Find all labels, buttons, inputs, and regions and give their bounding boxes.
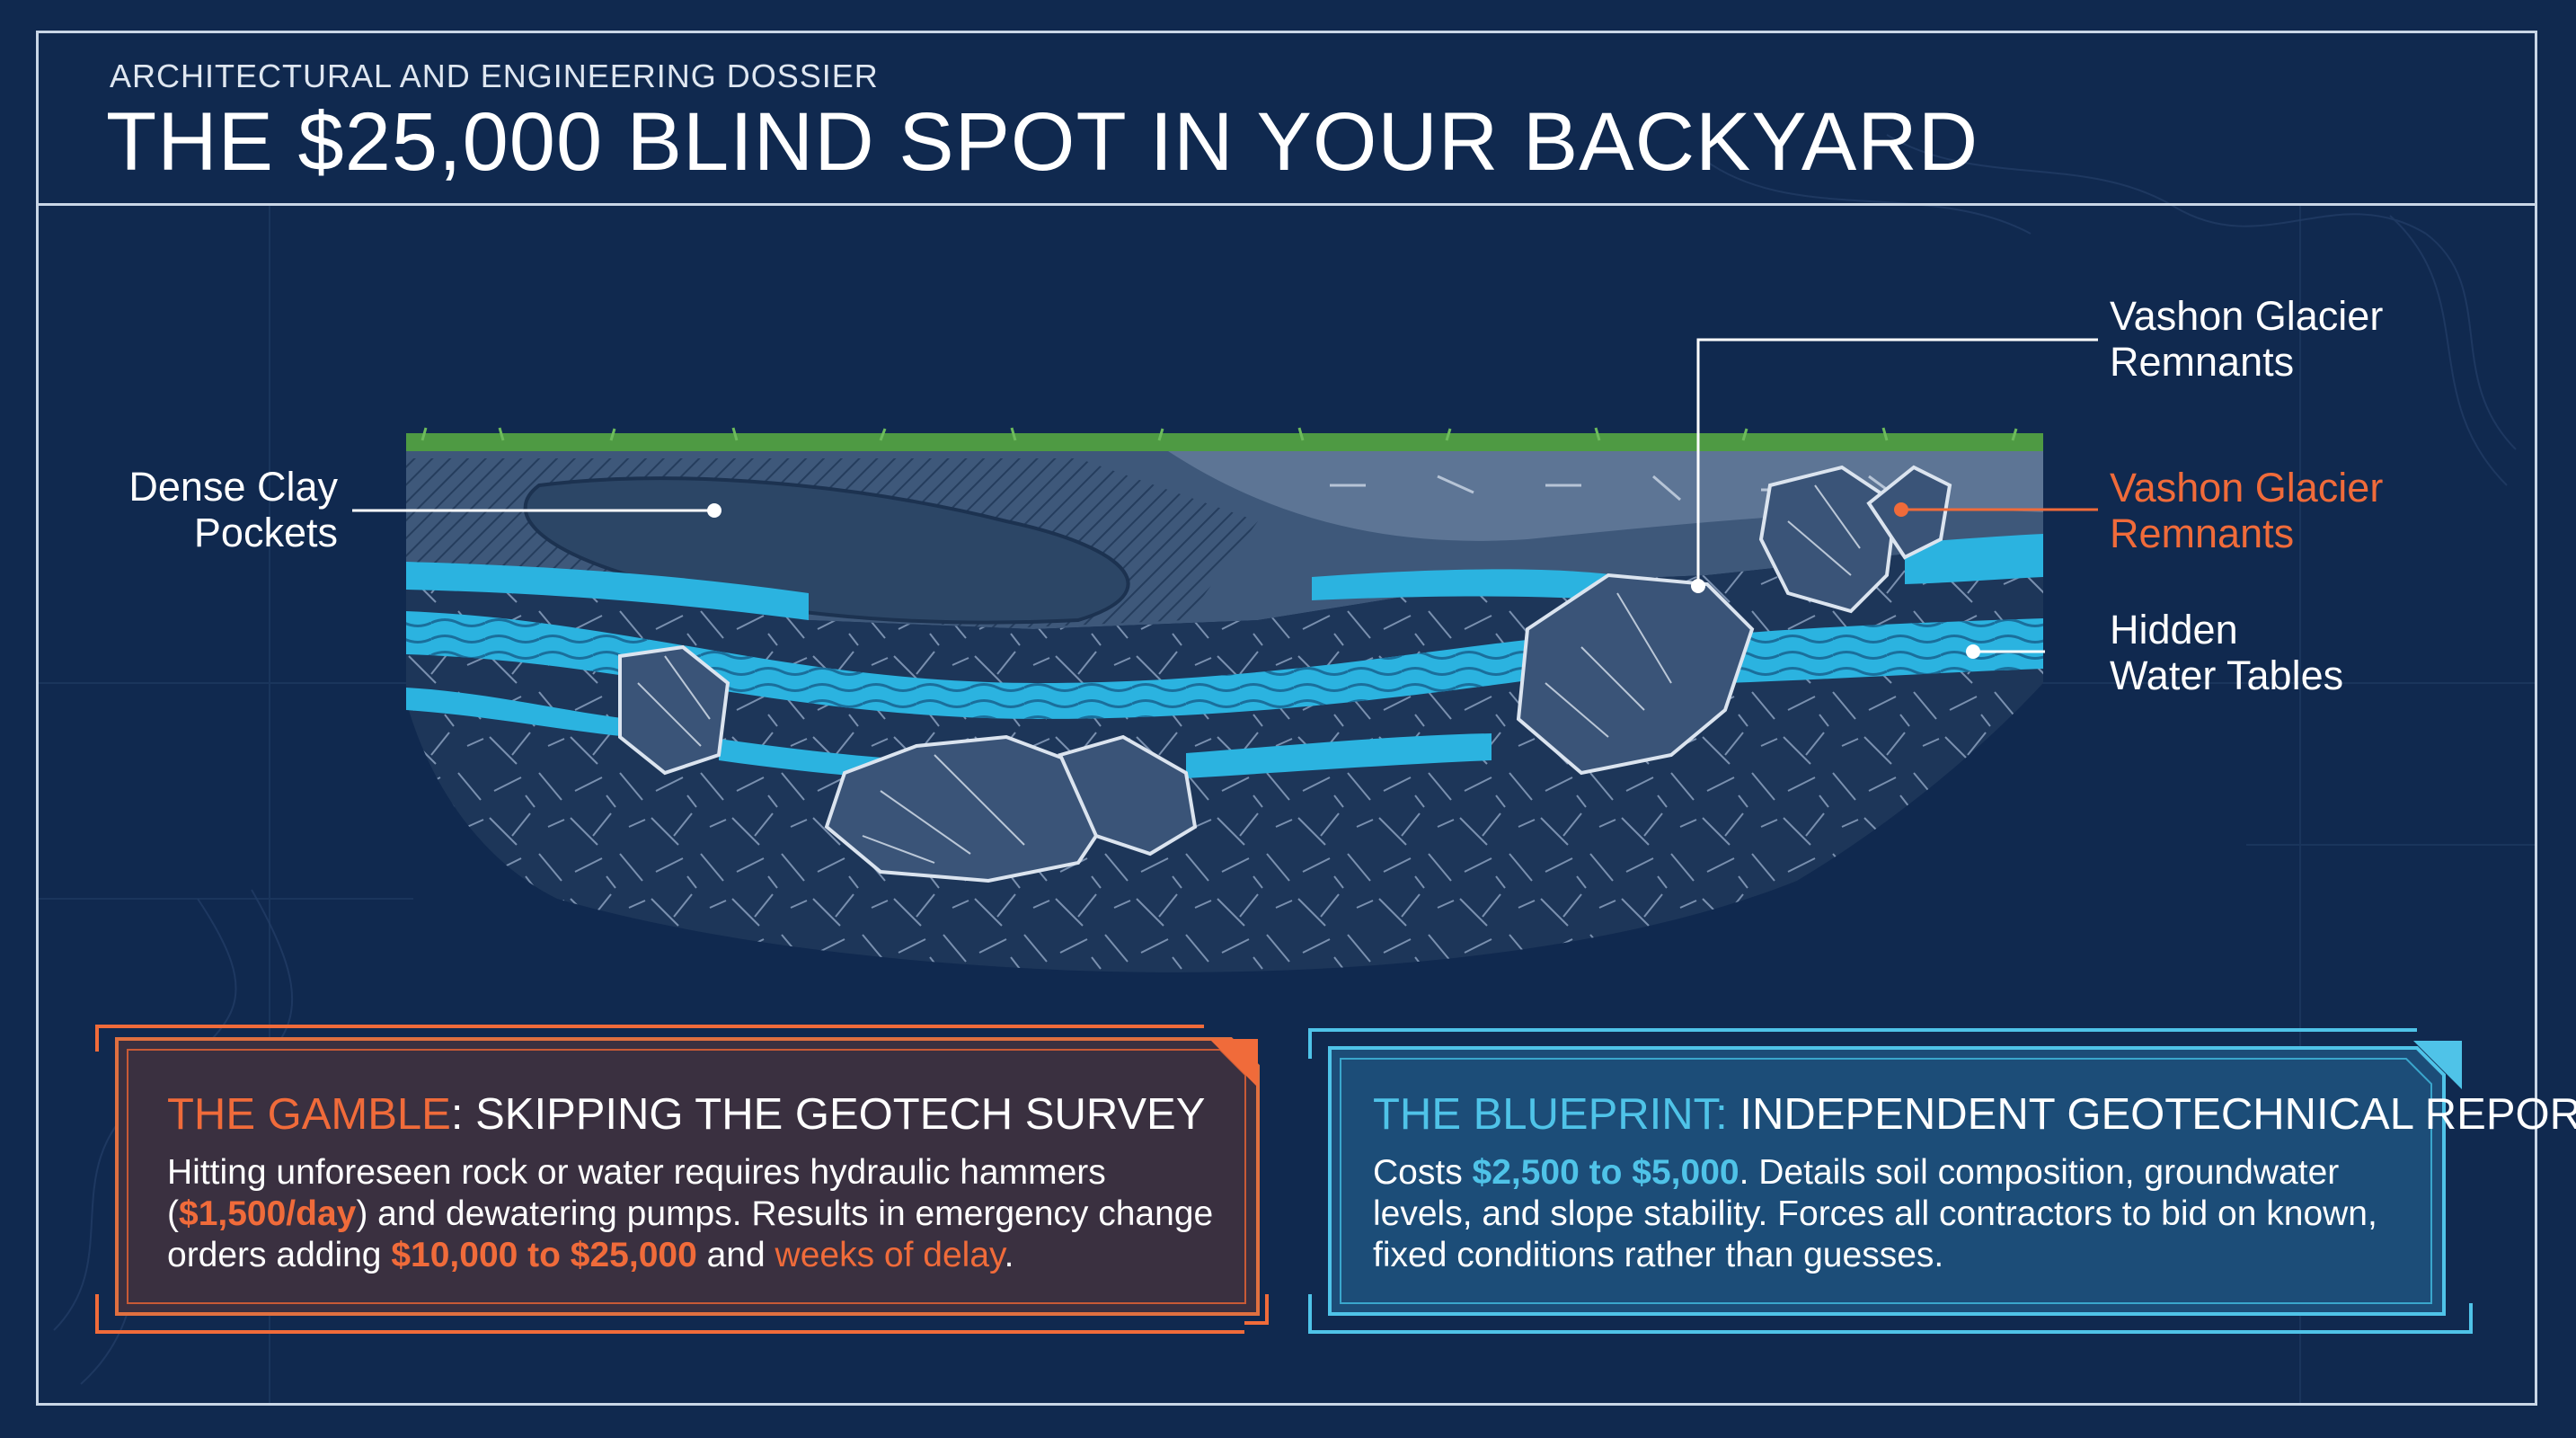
boulder-left: [618, 644, 730, 776]
page-title: THE $25,000 BLIND SPOT IN YOUR BACKYARD: [106, 96, 1979, 188]
outer-frame: [36, 31, 2537, 1406]
label-dense-clay-pockets: Dense Clay Pockets: [128, 464, 338, 555]
boulder-center-small: [1058, 734, 1198, 857]
water-table-upper: [406, 562, 809, 620]
header-divider: [36, 203, 2537, 206]
label-vashon-glacier-remnants-highlight: Vashon Glacier Remnants: [2110, 465, 2384, 556]
boulder-upper-right: [1758, 465, 1899, 614]
water-table-right-upper: [1905, 534, 2043, 584]
water-marker: [1966, 644, 1980, 659]
glacier-top-leader-line: [1696, 338, 2098, 586]
dossier-kicker: ARCHITECTURAL AND ENGINEERING DOSSIER: [110, 58, 879, 94]
blueprint-corner-marker: [2413, 1041, 2462, 1089]
boulder-large-right: [1516, 573, 1755, 776]
grass-layer: [406, 433, 2043, 451]
grass-blades: [420, 427, 2018, 441]
water-table-lower-right: [1186, 733, 1492, 778]
gamble-body: Hitting unforeseen rock or water require…: [167, 1153, 1214, 1274]
water-table-mid: [1312, 569, 1617, 600]
boulder-far-right: [1866, 465, 1952, 560]
glacier-orange-marker: [1894, 502, 1908, 517]
gamble-title: THE GAMBLE: SKIPPING THE GEOTECH SURVEY: [167, 1090, 1206, 1139]
gamble-corner-marker: [1209, 1039, 1258, 1087]
blueprint-title: THE BLUEPRINT: INDEPENDENT GEOTECHNICAL …: [1373, 1090, 2576, 1139]
label-hidden-water-tables: Hidden Water Tables: [2110, 607, 2344, 698]
blueprint-body: Costs $2,500 to $5,000. Details soil com…: [1373, 1153, 2377, 1274]
label-vashon-glacier-remnants: Vashon Glacier Remnants: [2110, 293, 2384, 385]
water-table-left-lower: [406, 688, 629, 737]
clay-marker: [707, 503, 721, 518]
glacier-top-marker: [1691, 579, 1705, 593]
